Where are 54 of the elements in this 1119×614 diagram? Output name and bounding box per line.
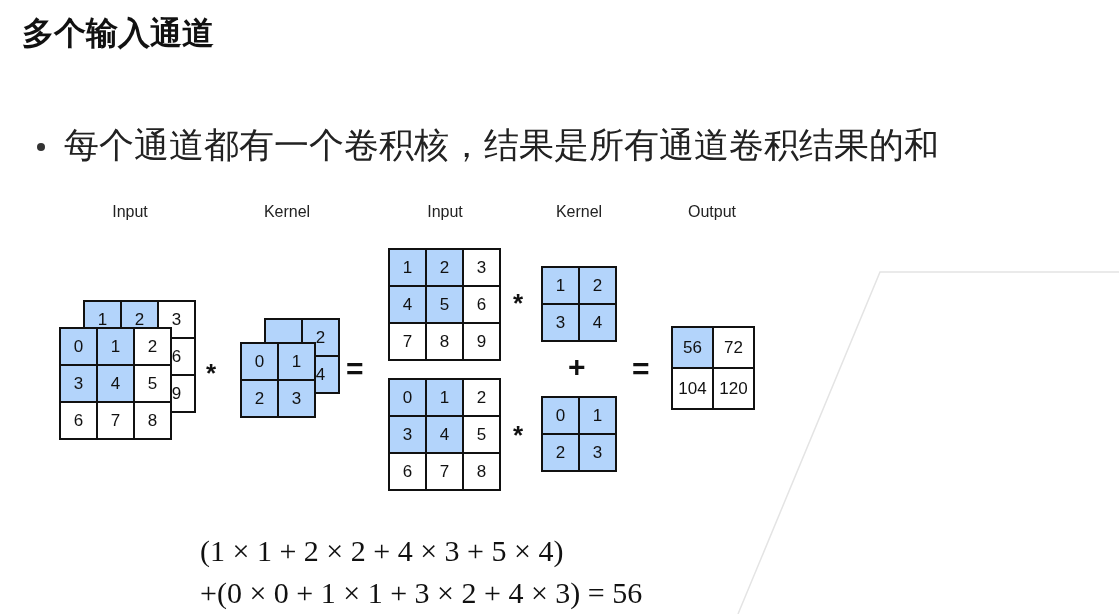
matrix-cell: 120 [712, 367, 755, 410]
matrix-cell: 8 [133, 401, 172, 440]
matrix-cell: 7 [96, 401, 135, 440]
matrix-cell: 2 [133, 327, 172, 366]
matrix-cell: 56 [671, 326, 714, 369]
matrix-cell: 3 [388, 415, 427, 454]
matrix-cell: 7 [388, 322, 427, 361]
equals-sign: = [346, 352, 364, 386]
matrix-cell: 2 [425, 248, 464, 287]
plus-sign: + [568, 350, 586, 384]
multiply-sign: * [513, 288, 524, 319]
matrix-cell: 8 [462, 452, 501, 491]
matrix-cell: 104 [671, 367, 714, 410]
matrix-cell: 9 [462, 322, 501, 361]
matrix-cell: 0 [541, 396, 580, 435]
matrix-cell: 2 [240, 379, 279, 418]
matrix-cell: 3 [462, 248, 501, 287]
slide-title: 多个输入通道 [22, 14, 214, 53]
matrix-cell: 1 [96, 327, 135, 366]
column-heading: Input [111, 203, 149, 221]
matrix-cell: 1 [277, 342, 316, 381]
matrix-cell: 3 [59, 364, 98, 403]
matrix-cell: 5 [425, 285, 464, 324]
matrix-cell: 4 [388, 285, 427, 324]
matrix-cell: 72 [712, 326, 755, 369]
matrix-cell: 3 [578, 433, 617, 472]
matrix-cell: 4 [96, 364, 135, 403]
matrix-cell: 2 [541, 433, 580, 472]
matrix-cell: 3 [277, 379, 316, 418]
column-heading: Output [687, 203, 737, 221]
matrix-cell: 3 [541, 303, 580, 342]
matrix-cell: 1 [578, 396, 617, 435]
matrix-cell: 0 [59, 327, 98, 366]
matrix-cell: 4 [578, 303, 617, 342]
matrix-cell: 6 [388, 452, 427, 491]
matrix-cell: 6 [59, 401, 98, 440]
matrix-cell: 2 [462, 378, 501, 417]
equals-sign: = [632, 352, 650, 386]
column-heading: Kernel [262, 203, 312, 221]
matrix-cell: 1 [388, 248, 427, 287]
matrix-cell: 4 [425, 415, 464, 454]
matrix-cell: 1 [541, 266, 580, 305]
column-heading: Kernel [554, 203, 604, 221]
matrix-cell: 0 [240, 342, 279, 381]
matrix-cell: 2 [578, 266, 617, 305]
bullet-text: 每个通道都有一个卷积核，结果是所有通道卷积结果的和 [64, 124, 939, 166]
multiply-sign: * [513, 420, 524, 451]
equation-text: (1 × 1 + 2 × 2 + 4 × 3 + 5 × 4) [200, 534, 564, 568]
matrix-cell: 1 [425, 378, 464, 417]
matrix-cell: 5 [133, 364, 172, 403]
equation-text: +(0 × 0 + 1 × 1 + 3 × 2 + 4 × 3) = 56 [200, 576, 643, 610]
column-heading: Input [426, 203, 464, 221]
matrix-cell: 0 [388, 378, 427, 417]
multiply-sign: * [206, 358, 217, 389]
